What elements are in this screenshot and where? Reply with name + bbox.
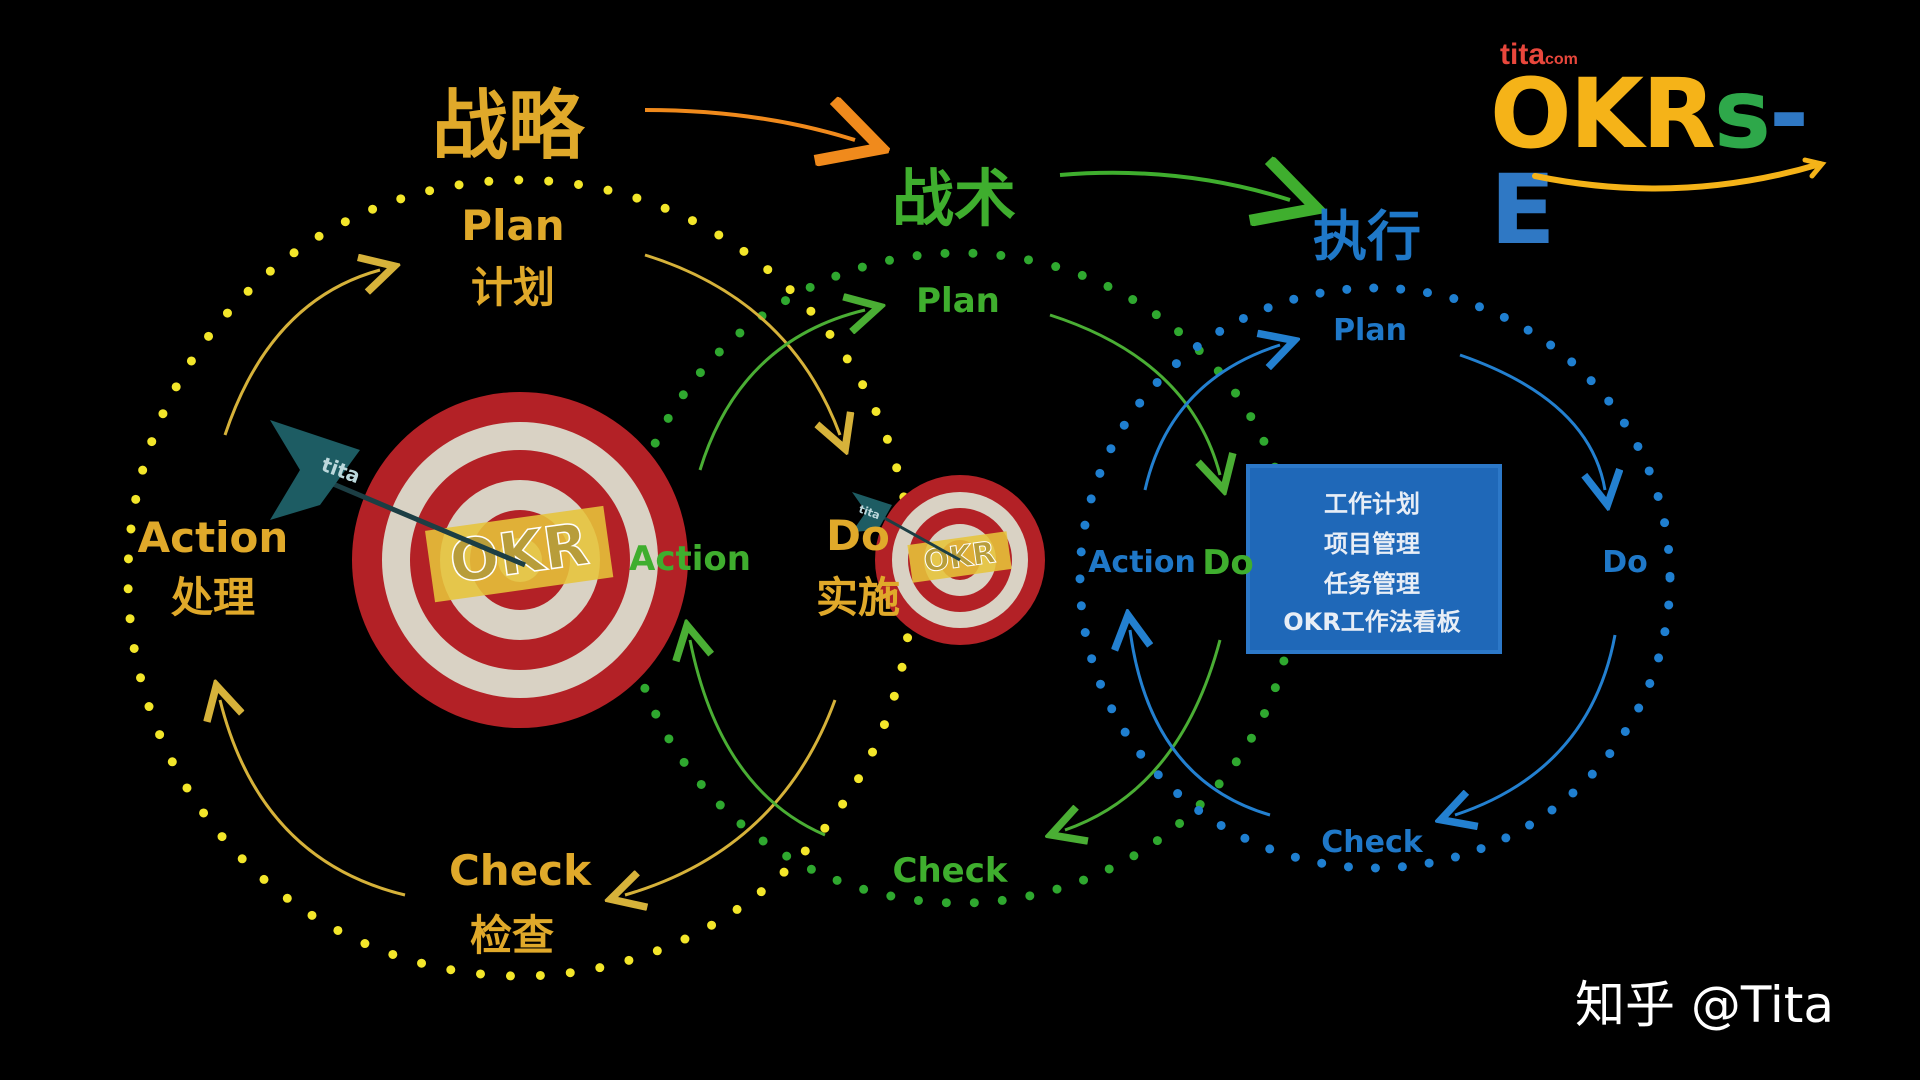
- watermark: 知乎 @Tita: [1575, 976, 1835, 1034]
- tactics-target-arrow: tita: [852, 492, 961, 562]
- strategy-plan-label: Plan: [461, 201, 564, 250]
- tactics-arrow-check-action: [690, 640, 826, 837]
- tactics-do-label: Do: [1202, 543, 1254, 583]
- strategy-action-cn-label: 处理: [171, 573, 255, 622]
- tactics-arrow-plan-do: [1049, 313, 1220, 475]
- execution-arrow-check-action: [1130, 630, 1271, 817]
- strategy-do-label: Do: [826, 511, 890, 560]
- board-item-1: 工作计划: [1324, 490, 1420, 518]
- tactics-arrow-do-check: [1065, 639, 1222, 830]
- strategy-plan-cn-label: 计划: [471, 263, 555, 312]
- board-item-2: 项目管理: [1324, 530, 1420, 558]
- execution-arrow-do-check: [1455, 634, 1617, 815]
- heading-tactics: 战术: [892, 162, 1016, 235]
- strategy-do-cn-label: 实施: [816, 573, 900, 622]
- logo-title-e: -E: [1490, 58, 1809, 266]
- heading-execution: 执行: [1313, 205, 1421, 268]
- strategy-arrow-action-plan: [223, 270, 380, 436]
- tactics-check-label: Check: [893, 851, 1009, 891]
- execution-action-label: Action: [1088, 545, 1196, 580]
- logo-title-s: s: [1713, 58, 1771, 170]
- logo-com-text: com: [1545, 51, 1578, 68]
- tactics-to-execution-arrow: [1059, 173, 1290, 200]
- logo-title: OKRs-E: [1490, 66, 1870, 258]
- board-item-3: 任务管理: [1323, 570, 1420, 598]
- execution-arrow-plan-do: [1459, 353, 1605, 490]
- execution-do-label: Do: [1602, 545, 1648, 580]
- okrs-e-logo: titacom OKRs-E: [1490, 38, 1870, 258]
- strategy-arrow-plan-do: [644, 253, 840, 435]
- execution-check-label: Check: [1321, 825, 1424, 860]
- strategy-arrow-check-action: [220, 700, 406, 897]
- board-item-4: OKR工作法看板: [1283, 608, 1461, 636]
- tactics-plan-label: Plan: [916, 281, 1000, 321]
- tactics-action-label: Action: [629, 539, 751, 579]
- execution-arrow-action-plan: [1143, 345, 1280, 491]
- logo-smile-swoosh: [1532, 157, 1827, 192]
- strategy-check-label: Check: [449, 846, 592, 895]
- okr-banner: [425, 505, 614, 603]
- execution-board: 工作计划 项目管理 任务管理 OKR工作法看板: [1246, 464, 1502, 654]
- strategy-action-label: Action: [138, 513, 289, 562]
- strategy-check-cn-label: 检查: [470, 911, 554, 960]
- tactics-arrow-action-plan: [698, 310, 865, 471]
- logo-tita-text: tita: [1500, 38, 1545, 71]
- execution-plan-label: Plan: [1333, 313, 1407, 348]
- logo-title-okr: OKR: [1490, 58, 1716, 170]
- strategy-to-tactics-arrow: [644, 110, 855, 140]
- execution-dotted-ring: [1075, 283, 1675, 873]
- logo-brand-top: titacom: [1500, 38, 1578, 72]
- strategy-target: OKR: [352, 392, 688, 728]
- heading-strategy: 战略: [432, 81, 586, 170]
- strategy-arrow-do-check: [625, 699, 837, 895]
